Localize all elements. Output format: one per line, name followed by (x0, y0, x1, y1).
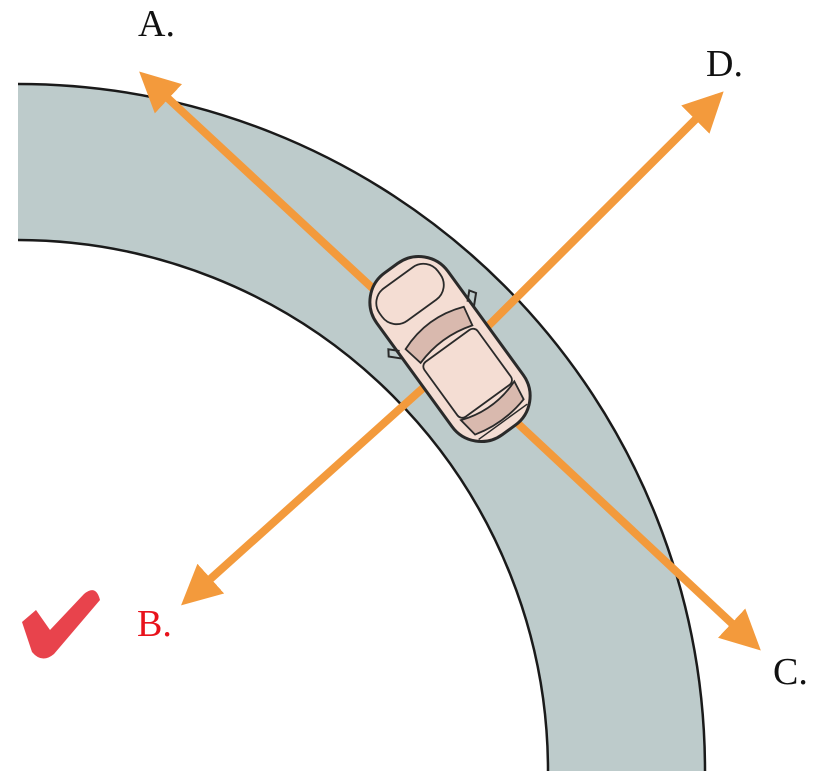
arrow-b (187, 362, 452, 600)
option-d-label: D. (706, 43, 743, 85)
road (18, 84, 705, 771)
checkmark-icon (22, 590, 100, 658)
option-b-label: B. (137, 603, 172, 645)
option-c-label: C. (773, 651, 808, 693)
arrow-d (452, 97, 718, 362)
option-a-label: A. (138, 3, 175, 45)
